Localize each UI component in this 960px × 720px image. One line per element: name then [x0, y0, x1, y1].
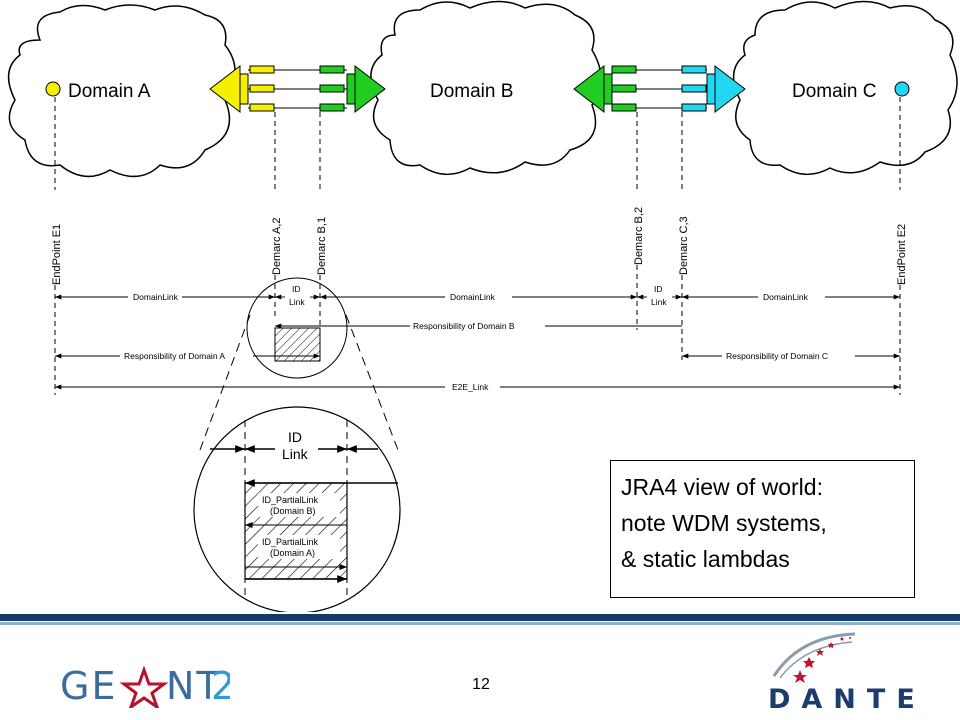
resp-domain-b-label: Responsibility of Domain B [413, 321, 515, 331]
endpoint-e1-label: EndPoint E1 [51, 224, 63, 285]
domainlink-c-label: DomainLink [763, 292, 809, 302]
svg-text:GE: GE [60, 664, 117, 708]
geant2-logo: GE NT 2 [60, 664, 230, 708]
cloud-domain-b [370, 0, 602, 175]
zoom-partial-a-line2: (Domain A) [270, 548, 315, 558]
demarc-b2-label: Demarc B,2 [633, 207, 645, 265]
zoom-partial-a-line1: ID_PartialLink [262, 537, 319, 547]
network-diagram: Domain A Domain B Domain C [7, 0, 958, 612]
note-line-3: & static lambdas [621, 546, 790, 572]
zoom-link-label: Link [282, 446, 309, 462]
zoom-source-circle [246, 277, 348, 379]
id-label-2: ID [654, 284, 663, 294]
demarc-b1-label: Demarc B,1 [316, 217, 328, 275]
note-line-1: JRA4 view of world: [621, 474, 823, 500]
demarcation-lines [54, 97, 901, 395]
page-number: 12 [472, 676, 490, 693]
zoom-id-label: ID [288, 429, 302, 445]
demarc-a2-label: Demarc A,2 [271, 218, 283, 275]
domainlink-b-label: DomainLink [450, 292, 496, 302]
wdm-link-b-c [573, 64, 746, 114]
endpoint-e1-dot [45, 81, 61, 97]
zoom-partial-b-line2: (Domain B) [270, 506, 316, 516]
demarc-c3-label: Demarc C,3 [678, 216, 690, 275]
resp-domain-a-label: Responsibility of Domain A [124, 351, 225, 361]
link-label-1: Link [289, 297, 305, 307]
endpoint-e2-dot [894, 81, 910, 97]
zoom-partial-b-line1: ID_PartialLink [262, 495, 319, 505]
link-label-2: Link [651, 297, 667, 307]
svg-text:NT: NT [166, 664, 222, 708]
cloud-domain-a [7, 4, 236, 178]
zoom-detail-circle: ID Link ID_PartialLink (Domain B) ID_Par… [193, 406, 401, 612]
footer-divider-light [0, 622, 960, 625]
resp-domain-c-label: Responsibility of Domain C [726, 351, 828, 361]
svg-text:DANTE: DANTE [768, 684, 920, 712]
domain-a-label: Domain A [68, 81, 151, 102]
note-box: JRA4 view of world: note WDM systems, & … [610, 460, 915, 598]
endpoint-e2-label: EndPoint E2 [896, 224, 908, 285]
domain-c-label: Domain C [792, 81, 876, 102]
zoom-projection-lines [199, 314, 399, 451]
note-line-2: note WDM systems, [621, 510, 827, 536]
e2e-link-label: E2E_Link [452, 382, 489, 392]
domain-b-label: Domain B [430, 81, 513, 102]
id-partial-link-small [274, 327, 321, 362]
wdm-link-a-b [209, 64, 386, 114]
dante-logo: DANTE [768, 632, 920, 712]
footer-divider [0, 614, 960, 621]
domainlink-a-label: DomainLink [133, 292, 179, 302]
id-label-1: ID [292, 284, 301, 294]
cloud-domain-c [732, 0, 958, 175]
svg-text:2: 2 [211, 664, 230, 708]
